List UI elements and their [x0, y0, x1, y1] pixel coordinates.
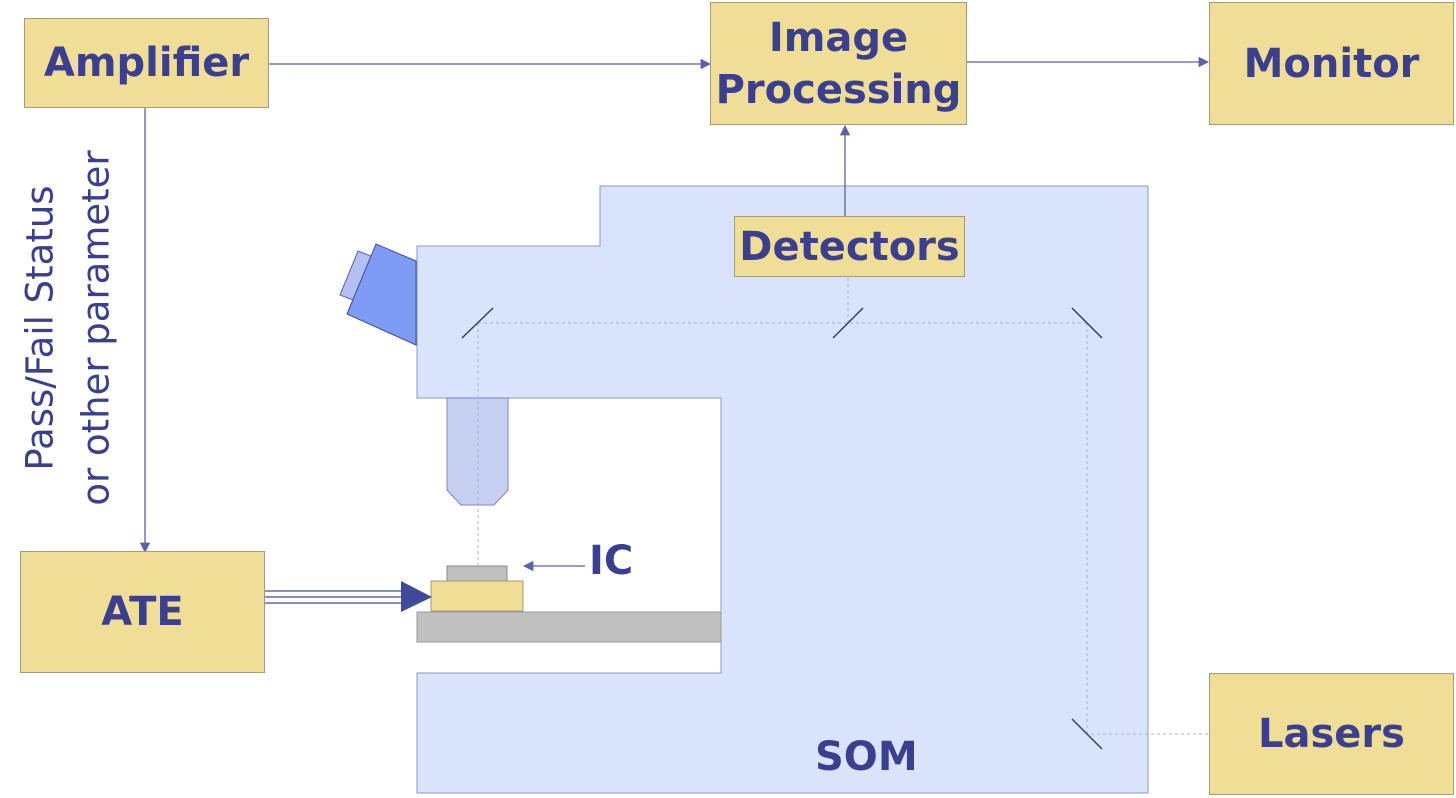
beam-path [477, 277, 1208, 735]
status-label-line1: Pass/Fail Status [18, 185, 62, 471]
ic-chip [446, 565, 508, 582]
eyepiece-icon [339, 243, 417, 346]
ic-label: IC [589, 538, 634, 584]
lasers-block: Lasers [1209, 673, 1454, 795]
image-processing-label-line1: Image [768, 14, 909, 61]
monitor-block: Monitor [1209, 2, 1454, 125]
amplifier-label: Amplifier [43, 40, 250, 86]
bus-ate-to-ic [265, 581, 432, 612]
mirror-bottom-right [1071, 718, 1103, 750]
mirrors [461, 307, 1103, 750]
mirror-detector [832, 307, 864, 339]
ate-block: ATE [20, 551, 265, 673]
mirror-objective [461, 307, 494, 339]
som-body [416, 185, 1149, 794]
detectors-label: Detectors [739, 223, 960, 270]
lasers-label: Lasers [1258, 711, 1405, 757]
monitor-label: Monitor [1243, 40, 1420, 87]
status-label-line2: or other parameter [74, 150, 117, 506]
ic-socket [430, 580, 524, 612]
stage-plate [416, 611, 722, 643]
som-label: SOM [815, 734, 918, 780]
detectors-block: Detectors [734, 216, 965, 277]
image-processing-label-line2: Processing [715, 66, 962, 113]
ate-label: ATE [101, 589, 184, 635]
image-processing-block: Image Processing [710, 2, 967, 125]
mirror-top-right [1071, 307, 1103, 339]
amplifier-block: Amplifier [24, 18, 269, 108]
